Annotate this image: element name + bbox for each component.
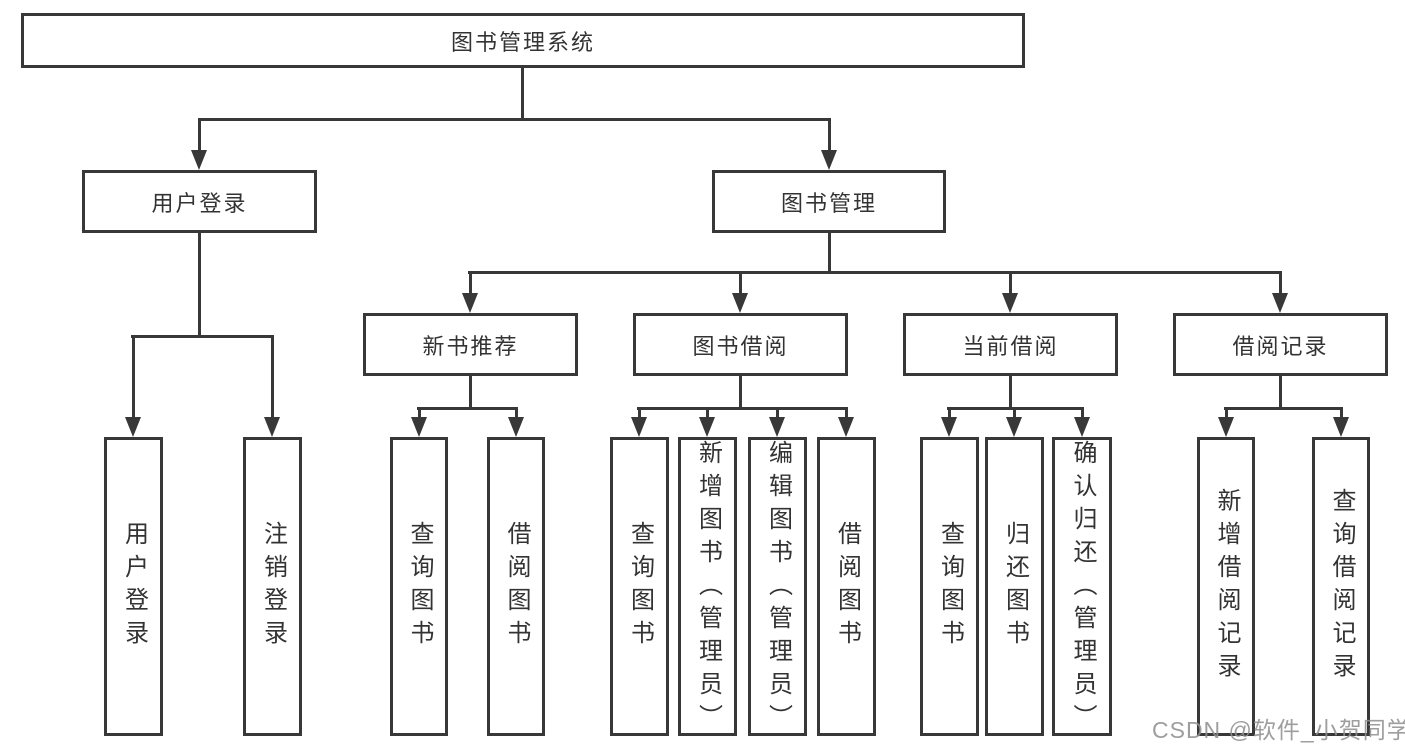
connector-arrow-stem bbox=[845, 407, 848, 419]
connector-arrow-stem bbox=[469, 271, 472, 295]
arrow-down-icon bbox=[264, 417, 280, 437]
leaf-label: 借阅图书 bbox=[833, 520, 861, 653]
connector-arrow-stem bbox=[1013, 407, 1016, 419]
leaf-query-books-current: 查询图书 bbox=[920, 437, 979, 736]
arrow-down-icon bbox=[732, 293, 748, 313]
connector-bookmgmt-stem bbox=[828, 233, 831, 271]
leaf-return-book: 归还图书 bbox=[985, 437, 1044, 736]
leaf-add-borrow-record: 新增借阅记录 bbox=[1197, 437, 1255, 736]
node-label: 图书管理 bbox=[780, 190, 877, 216]
node-label: 新书推荐 bbox=[422, 333, 519, 359]
connector-arrow-stem bbox=[198, 118, 201, 152]
node-current-borrowing: 当前借阅 bbox=[903, 313, 1118, 376]
arrow-down-icon bbox=[1006, 417, 1022, 437]
connector-records-stem bbox=[1279, 376, 1282, 407]
node-label: 图书借阅 bbox=[692, 333, 789, 359]
connector-arrow-stem bbox=[828, 118, 831, 152]
connector-arrow-stem bbox=[706, 407, 709, 419]
arrow-down-icon bbox=[699, 417, 715, 437]
connector-arrow-stem bbox=[1279, 271, 1282, 295]
leaf-label: 新增借阅记录 bbox=[1213, 487, 1240, 686]
leaf-borrow-books-recommend: 借阅图书 bbox=[487, 437, 545, 736]
connector-arrow-stem bbox=[948, 407, 951, 419]
arrow-down-icon bbox=[1002, 293, 1018, 313]
leaf-label: 用户登录 bbox=[120, 520, 148, 653]
connector-arrow-stem bbox=[1009, 271, 1012, 295]
leaf-logout: 注销登录 bbox=[243, 437, 302, 736]
leaf-label: 查询借阅记录 bbox=[1328, 487, 1355, 686]
arrow-down-icon bbox=[1218, 417, 1234, 437]
node-library-management-system: 图书管理系统 bbox=[21, 13, 1025, 68]
arrow-down-icon bbox=[1074, 417, 1090, 437]
leaf-label: 注销登录 bbox=[259, 520, 287, 653]
node-borrowing-records: 借阅记录 bbox=[1173, 313, 1388, 376]
arrow-down-icon bbox=[631, 417, 647, 437]
arrow-down-icon bbox=[1333, 417, 1349, 437]
connector-newbook-rail bbox=[417, 407, 518, 410]
node-label: 用户登录 bbox=[151, 190, 248, 216]
leaf-user-login: 用户登录 bbox=[104, 437, 163, 736]
connector-records-rail bbox=[1224, 407, 1343, 410]
connector-root-stem bbox=[521, 68, 524, 118]
leaf-label: 确认归还（管理员） bbox=[1069, 440, 1096, 737]
connector-arrow-stem bbox=[418, 407, 421, 419]
leaf-borrow-books: 借阅图书 bbox=[817, 437, 876, 736]
connector-borrow-rail bbox=[637, 407, 848, 410]
arrow-down-icon bbox=[1272, 293, 1288, 313]
connector-arrow-stem bbox=[271, 335, 274, 419]
arrow-down-icon bbox=[821, 150, 837, 170]
leaf-edit-book-admin: 编辑图书（管理员） bbox=[748, 437, 807, 737]
arrow-down-icon bbox=[462, 293, 478, 313]
connector-bookmgmt-rail bbox=[468, 271, 1282, 274]
leaf-label: 查询图书 bbox=[936, 520, 964, 653]
connector-arrow-stem bbox=[515, 407, 518, 419]
node-user-login: 用户登录 bbox=[82, 170, 317, 233]
connector-userlogin-stem bbox=[198, 233, 201, 335]
leaf-label: 新增图书（管理员） bbox=[694, 440, 722, 737]
connector-arrow-stem bbox=[1081, 407, 1084, 419]
leaf-label: 查询图书 bbox=[626, 520, 654, 653]
connector-arrow-stem bbox=[1340, 407, 1343, 419]
node-new-book-recommendation: 新书推荐 bbox=[363, 313, 578, 376]
connector-borrow-stem bbox=[739, 376, 742, 407]
connector-arrow-stem bbox=[1225, 407, 1228, 419]
leaf-add-book-admin: 新增图书（管理员） bbox=[678, 437, 737, 737]
leaf-confirm-return-admin: 确认归还（管理员） bbox=[1052, 437, 1112, 737]
connector-arrow-stem bbox=[132, 335, 135, 419]
leaf-label: 编辑图书（管理员） bbox=[764, 440, 792, 737]
leaf-label: 查询图书 bbox=[406, 520, 433, 653]
arrow-down-icon bbox=[941, 417, 957, 437]
node-label: 当前借阅 bbox=[962, 333, 1059, 359]
arrow-down-icon bbox=[838, 417, 854, 437]
connector-root-rail bbox=[198, 118, 831, 121]
connector-newbook-stem bbox=[469, 376, 472, 407]
connector-arrow-stem bbox=[739, 271, 742, 295]
arrow-down-icon bbox=[411, 417, 427, 437]
leaf-query-books-recommend: 查询图书 bbox=[390, 437, 448, 736]
node-book-borrowing: 图书借阅 bbox=[633, 313, 848, 376]
arrow-down-icon bbox=[508, 417, 524, 437]
connector-arrow-stem bbox=[776, 407, 779, 419]
arrow-down-icon bbox=[191, 150, 207, 170]
node-book-management: 图书管理 bbox=[712, 170, 946, 233]
node-label: 借阅记录 bbox=[1232, 333, 1329, 359]
leaf-label: 归还图书 bbox=[1001, 520, 1029, 653]
connector-current-stem bbox=[1009, 376, 1012, 407]
arrow-down-icon bbox=[125, 417, 141, 437]
node-label: 图书管理系统 bbox=[450, 29, 595, 55]
connector-arrow-stem bbox=[638, 407, 641, 419]
connector-userlogin-rail bbox=[131, 335, 274, 338]
csdn-watermark: CSDN @软件_小贺同学 bbox=[1152, 717, 1405, 743]
leaf-label: 借阅图书 bbox=[503, 520, 530, 653]
leaf-query-books-borrow: 查询图书 bbox=[610, 437, 669, 736]
leaf-query-borrow-record: 查询借阅记录 bbox=[1312, 437, 1370, 736]
arrow-down-icon bbox=[769, 417, 785, 437]
